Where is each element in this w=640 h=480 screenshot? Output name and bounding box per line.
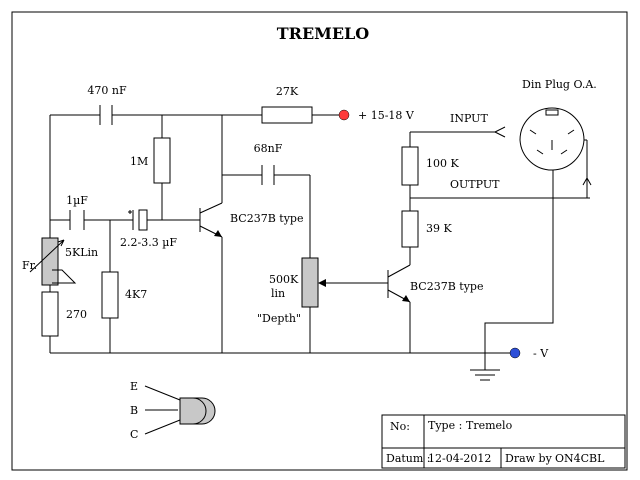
label-supply: + 15-18 V	[358, 109, 415, 122]
transistor-q1	[199, 202, 223, 238]
tb-type-label: Type :	[428, 419, 462, 432]
label-100k: 100 K	[426, 157, 459, 170]
capacitor-1uf	[69, 210, 85, 230]
potentiometer-5k	[41, 237, 59, 286]
supply-terminal	[338, 109, 350, 121]
title-block	[381, 414, 626, 469]
input-arrow	[494, 126, 506, 138]
resistor-4k7	[101, 271, 119, 319]
resistor-1m	[153, 137, 171, 184]
din-plug	[519, 107, 592, 186]
sheet-border	[11, 11, 628, 471]
label-1uf: 1µF	[66, 194, 88, 207]
label-270: 270	[66, 308, 87, 321]
wiring	[49, 114, 590, 381]
label-input: INPUT	[450, 112, 488, 125]
potentiometer-500k	[301, 257, 319, 308]
label-q2: BC237B type	[410, 280, 483, 293]
resistor-270	[41, 291, 59, 337]
pin-b: B	[130, 404, 138, 417]
tb-type-value: Tremelo	[466, 419, 513, 432]
transistor-q2	[387, 264, 411, 303]
pot-5k-wiper	[52, 269, 77, 284]
ground-terminal	[509, 347, 521, 359]
diagram-title: TREMELO	[277, 24, 370, 43]
pot-5k-arrow	[29, 239, 65, 273]
label-27k: 27K	[276, 85, 299, 98]
tb-no-label: No:	[390, 420, 410, 433]
resistor-100k	[401, 146, 419, 186]
label-5klin: 5KLin	[65, 246, 98, 259]
resistor-39k	[401, 210, 419, 248]
label-39k: 39 K	[426, 222, 452, 235]
label-4k7: 4K7	[125, 288, 147, 301]
capacitor-electrolytic	[128, 209, 148, 231]
label-neg: - V	[533, 347, 549, 360]
label-1m: 1M	[130, 155, 148, 168]
tb-draw-value: ON4CBL	[555, 452, 605, 465]
capacitor-470nf	[99, 105, 113, 125]
transistor-pinout	[144, 385, 216, 435]
tb-datum-label: Datum :	[386, 452, 431, 465]
tb-draw-label: Draw by	[505, 452, 553, 465]
label-output: OUTPUT	[450, 178, 500, 191]
capacitor-68nf	[261, 165, 275, 185]
tb-datum-value: 12-04-2012	[428, 452, 491, 465]
pin-c: C	[130, 428, 138, 441]
resistor-27k	[261, 106, 313, 124]
label-lin: lin	[271, 287, 285, 300]
label-68nf: 68nF	[254, 142, 283, 155]
label-q1: BC237B type	[230, 212, 303, 225]
label-fr: Fr.	[22, 259, 37, 272]
pin-e: E	[130, 380, 138, 393]
label-500k: 500K	[269, 273, 299, 286]
label-470nf: 470 nF	[87, 84, 127, 97]
label-depth: "Depth"	[257, 312, 301, 325]
pot-500k-wiper-arrow	[318, 279, 326, 287]
label-din: Din Plug O.A.	[522, 78, 597, 91]
label-2-2uf: 2.2-3.3 µF	[120, 236, 177, 249]
